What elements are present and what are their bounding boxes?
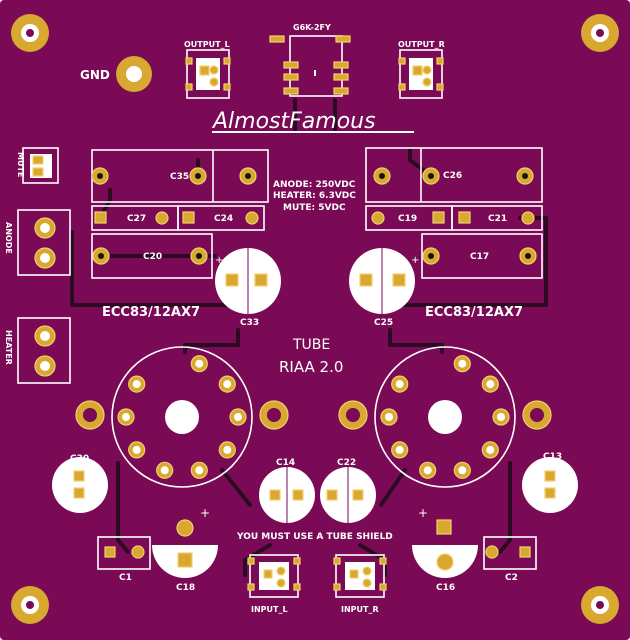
- tube-socket-left: [75, 346, 289, 488]
- mounting-hole-top-left: [11, 14, 49, 52]
- label-c13: C13: [543, 452, 562, 462]
- cap-c24: [177, 205, 265, 231]
- label-c20: C20: [143, 252, 162, 262]
- tube-left-label: ECC83/12AX7: [102, 305, 200, 320]
- label-c14: C14: [276, 458, 295, 468]
- heater-connector: [17, 317, 71, 384]
- cap-c16: [412, 512, 478, 578]
- plus-c25: +: [411, 255, 419, 266]
- tube-label: TUBE: [292, 337, 330, 353]
- input-l-connector: [247, 554, 301, 598]
- cap-c18: [152, 512, 218, 578]
- relay-label: G6K-2FY: [293, 23, 331, 32]
- mounting-hole-bottom-left: [11, 586, 49, 624]
- tube-pin-hole: [234, 413, 242, 421]
- label-c26: C26: [443, 171, 462, 181]
- tube-pin-hole: [486, 445, 495, 454]
- label-c30: C30: [70, 454, 89, 464]
- plus-c33: +: [215, 255, 223, 266]
- mounting-hole-bottom-right: [581, 586, 619, 624]
- cap-c2: [483, 536, 537, 570]
- socket-mount-hole: [346, 408, 360, 422]
- input-r-connector: [333, 554, 387, 598]
- cap-c1: [97, 536, 151, 570]
- cap-c20: [91, 233, 213, 279]
- socket-mount-hole: [83, 408, 97, 422]
- mute-connector: [22, 147, 59, 184]
- output-l-connector: [185, 49, 231, 99]
- plus-c16: +: [418, 506, 428, 520]
- label-c21: C21: [488, 214, 507, 224]
- tube-pin-hole: [395, 380, 404, 389]
- gnd-pad: [116, 56, 152, 92]
- anode-connector: [17, 209, 71, 276]
- tube-pin-hole: [458, 466, 467, 475]
- cap-c22: [320, 467, 376, 523]
- input-l-label: INPUT_L: [251, 605, 288, 614]
- label-c22: C22: [337, 458, 356, 468]
- tube-pin-hole: [223, 380, 232, 389]
- cap-c13: [522, 457, 578, 513]
- heater-label: HEATER: [4, 330, 13, 365]
- cap-c19: [365, 205, 453, 231]
- label-c16: C16: [436, 583, 455, 593]
- label-c2: C2: [505, 573, 518, 583]
- cap-c14: [259, 467, 315, 523]
- mounting-hole-top-right: [581, 14, 619, 52]
- input-r-label: INPUT_R: [341, 605, 379, 614]
- tube-pin-hole: [223, 445, 232, 454]
- socket-mount-hole: [530, 408, 544, 422]
- output-r-connector: [398, 49, 444, 99]
- label-c19: C19: [398, 214, 417, 224]
- tube-pin-hole: [486, 380, 495, 389]
- cap-c30: [52, 457, 108, 513]
- tube-socket-right: [338, 346, 552, 488]
- riaa-label: RIAA 2.0: [279, 358, 343, 376]
- label-c27: C27: [127, 214, 146, 224]
- note-anode: ANODE: 250VDC: [273, 180, 356, 190]
- note-heater: HEATER: 6.3VDC: [273, 191, 356, 201]
- cap-c21: [451, 205, 543, 231]
- mounting-holes: [11, 14, 619, 624]
- label-c25: C25: [374, 318, 393, 328]
- tube-pin-hole: [385, 413, 393, 421]
- label-c33: C33: [240, 318, 259, 328]
- cap-c26: [365, 147, 543, 203]
- gnd-label: GND: [80, 68, 110, 82]
- cap-c17: [421, 233, 543, 279]
- tube-pin-hole: [122, 413, 130, 421]
- board-title: AlmostFamous: [211, 109, 376, 134]
- output-l-label: OUTPUT_L: [184, 40, 230, 49]
- mute-label: MUTE: [16, 152, 25, 177]
- socket-mount-hole: [267, 408, 281, 422]
- tube-pin-hole: [195, 359, 204, 368]
- tube-shield-warning: YOU MUST USE A TUBE SHIELD: [236, 532, 393, 542]
- cap-c33: [215, 248, 281, 314]
- label-c1: C1: [119, 573, 132, 583]
- tube-pin-hole: [132, 380, 141, 389]
- plus-c18: +: [200, 506, 210, 520]
- cap-c35: [91, 149, 269, 203]
- tube-pin-hole: [160, 466, 169, 475]
- tube-pin-hole: [458, 359, 467, 368]
- tube-right-label: ECC83/12AX7: [425, 305, 523, 320]
- tube-pin-hole: [132, 445, 141, 454]
- label-c35: C35: [170, 172, 189, 182]
- tube-pin-hole: [195, 466, 204, 475]
- label-c24: C24: [214, 214, 233, 224]
- output-r-label: OUTPUT_R: [398, 40, 445, 49]
- cap-c25: [349, 248, 415, 314]
- tube-pin-hole: [497, 413, 505, 421]
- tube-pin-hole: [423, 466, 432, 475]
- relay-g6k-2fy: [269, 35, 351, 97]
- label-c18: C18: [176, 583, 195, 593]
- anode-label: ANODE: [4, 222, 13, 254]
- cap-c27: [91, 205, 179, 231]
- label-c17: C17: [470, 252, 489, 262]
- tube-pin-hole: [395, 445, 404, 454]
- note-mute: MUTE: 5VDC: [283, 203, 346, 213]
